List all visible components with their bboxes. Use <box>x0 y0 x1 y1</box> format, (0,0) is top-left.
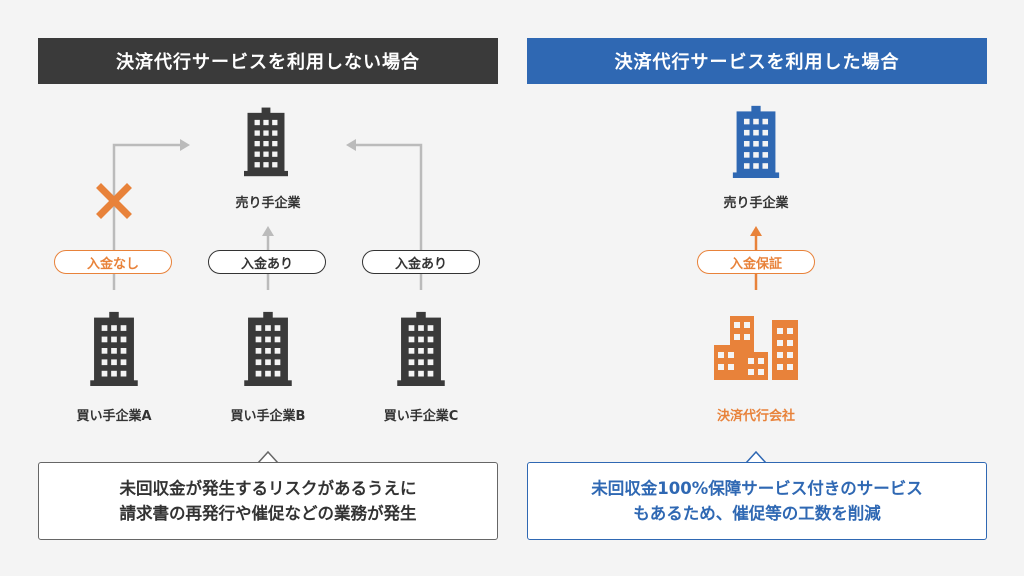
status-pill-b: 入金あり <box>208 250 326 274</box>
right-note-line-2: もあるため、催促等の工数を削減 <box>633 504 881 523</box>
cross-icon <box>96 183 132 219</box>
status-pill-c: 入金あり <box>362 250 480 274</box>
right-note: 未回収金100%保障サービス付きのサービス もあるため、催促等の工数を削減 <box>527 462 987 540</box>
seller-building-icon-right <box>732 105 780 178</box>
buyer-b-label: 買い手企業B <box>230 409 306 424</box>
seller-building-icon-left <box>244 107 288 177</box>
status-pill-a: 入金なし <box>54 250 172 274</box>
left-note-line-1: 未回収金が発生するリスクがあるうえに <box>119 479 417 498</box>
guarantee-pill: 入金保証 <box>697 250 815 274</box>
left-panel-title: 決済代行サービスを利用しない場合 <box>38 38 498 84</box>
agency-label: 決済代行会社 <box>716 409 795 424</box>
buyer-c-building-icon <box>397 311 445 386</box>
buildings-group-icon <box>714 316 798 380</box>
seller-label-left: 売り手企業 <box>235 196 301 211</box>
buyer-a-building-icon <box>90 311 138 386</box>
buyer-b-building-icon <box>244 311 292 386</box>
seller-label-right: 売り手企業 <box>723 196 789 211</box>
left-note: 未回収金が発生するリスクがあるうえに 請求書の再発行や催促などの業務が発生 <box>38 462 498 540</box>
left-note-line-2: 請求書の再発行や催促などの業務が発生 <box>119 504 417 523</box>
right-note-line-1: 未回収金100%保障サービス付きのサービス <box>591 479 923 498</box>
buyer-c-label: 買い手企業C <box>383 409 459 424</box>
arrow-a <box>112 143 184 290</box>
arrow-c <box>352 143 423 290</box>
right-panel-title: 決済代行サービスを利用した場合 <box>527 38 987 84</box>
buyer-a-label: 買い手企業A <box>76 409 152 424</box>
